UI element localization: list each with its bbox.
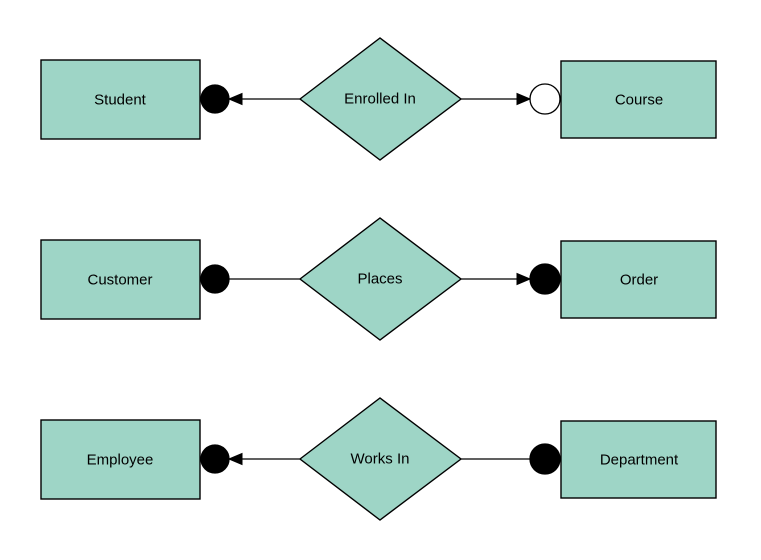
arrowhead-left-icon	[227, 92, 243, 106]
entity-student-label: Student	[94, 92, 147, 109]
relationship-row-places: Customer Places Order	[40, 217, 717, 341]
filled-circle-connector-order-side	[529, 263, 561, 295]
arrowhead-right-icon	[516, 272, 532, 286]
filled-circle-connector-customer-side	[200, 264, 230, 294]
arrowhead-right-icon	[516, 92, 532, 106]
entity-department-box	[560, 420, 717, 499]
entity-department-label: Department	[600, 452, 679, 469]
entity-employee-label: Employee	[87, 452, 154, 469]
entity-customer-label: Customer	[87, 272, 152, 289]
entity-course-box	[560, 60, 717, 139]
relationship-row-enrolled-in: Student Enrolled In Course	[40, 37, 717, 161]
entity-course-label: Course	[615, 92, 663, 109]
relationship-row-works-in: Employee Works In Department	[40, 397, 717, 521]
entity-employee-box	[40, 419, 201, 500]
open-circle-connector-course-side	[529, 83, 561, 115]
filled-circle-connector-department-side	[529, 443, 561, 475]
filled-circle-connector-student-side	[200, 84, 230, 114]
entity-order-label: Order	[620, 272, 658, 289]
filled-circle-connector-employee-side	[200, 444, 230, 474]
relationship-places-label: Places	[357, 271, 402, 288]
entity-student-box	[40, 59, 201, 140]
relationship-enrolled-in-label: Enrolled In	[344, 91, 416, 108]
relationship-works-in-label: Works In	[351, 451, 410, 468]
entity-customer-box	[40, 239, 201, 320]
arrowhead-left-icon	[227, 452, 243, 466]
entity-order-box	[560, 240, 717, 319]
